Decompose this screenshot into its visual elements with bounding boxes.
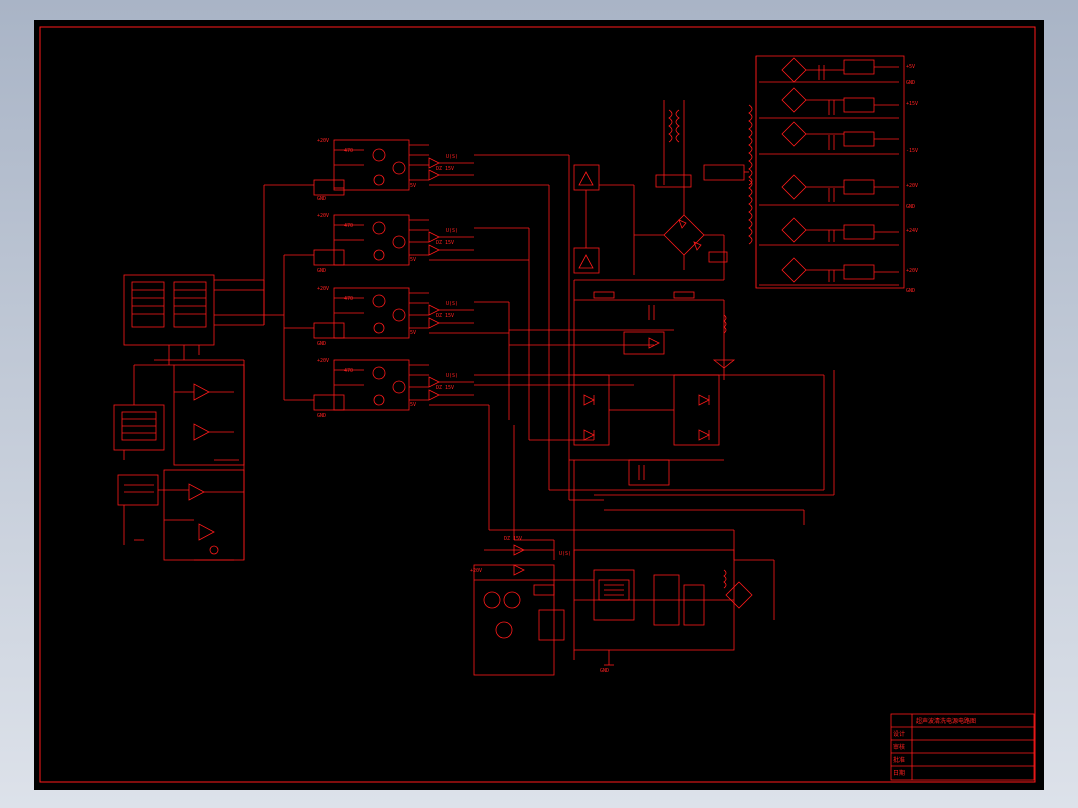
- driver-channel-2: [313, 214, 529, 266]
- label-out-4: U(S): [446, 373, 458, 379]
- label-rail-m15v: -15V: [906, 148, 918, 154]
- label-5v-1: 5V: [410, 183, 416, 189]
- label-rail-gnd-3: GND: [906, 288, 915, 294]
- label-supply-4: +20V: [317, 358, 329, 364]
- title-block-row-date: 日期: [893, 769, 905, 777]
- schematic-canvas: 超声波清洗电源电路图 设计 审核 批准 日期: [34, 20, 1044, 790]
- label-rail-gnd-2: GND: [906, 204, 915, 210]
- label-r-4: 470: [344, 368, 353, 374]
- label-supply-3: +20V: [317, 286, 329, 292]
- controller-block: [123, 184, 314, 560]
- label-gnd-3: GND: [317, 341, 326, 347]
- rectifier-block: [573, 100, 749, 280]
- bus-wiring: [474, 154, 835, 580]
- title-block: 超声波清洗电源电路图 设计 审核 批准 日期: [890, 713, 1035, 781]
- label-fb-gnd: GND: [600, 668, 609, 674]
- label-fb-dz: DZ 15V: [504, 536, 522, 542]
- label-dz-4: DZ 15V: [436, 385, 454, 391]
- label-r-1: 470: [344, 148, 353, 154]
- feedback-block: [473, 544, 775, 676]
- label-supply-2: +20V: [317, 213, 329, 219]
- oscillator-block: [113, 364, 245, 561]
- label-out-2: U(S): [446, 228, 458, 234]
- label-supply-1: +20V: [317, 138, 329, 144]
- title-block-row-design: 设计: [893, 730, 905, 738]
- label-rail-5v: +5V: [906, 64, 915, 70]
- label-5v-2: 5V: [410, 257, 416, 263]
- label-rail-20v-2: +20V: [906, 268, 918, 274]
- label-out-3: U(S): [446, 301, 458, 307]
- label-rail-gnd-1: GND: [906, 80, 915, 86]
- driver-channel-1: [313, 139, 549, 196]
- label-dz-1: DZ 15V: [436, 166, 454, 172]
- label-fb-supply: +20V: [470, 568, 482, 574]
- schematic-labels: +20V +20V +20V +20V GND GND GND GND 470 …: [317, 64, 918, 674]
- title-block-row-approve: 批准: [893, 756, 905, 764]
- label-gnd-4: GND: [317, 413, 326, 419]
- title-block-title: 超声波清洗电源电路图: [916, 717, 976, 725]
- label-gnd-2: GND: [317, 268, 326, 274]
- drawing-border: [39, 26, 1036, 783]
- label-5v-4: 5V: [410, 402, 416, 408]
- label-r-3: 470: [344, 296, 353, 302]
- label-5v-3: 5V: [410, 330, 416, 336]
- label-gnd-1: GND: [317, 196, 326, 202]
- label-rail-15v: +15V: [906, 101, 918, 107]
- label-fb-out: U(S): [559, 551, 571, 557]
- driver-channel-3: [313, 287, 509, 339]
- label-out-1: U(S): [446, 154, 458, 160]
- label-rail-24v: +24V: [906, 228, 918, 234]
- schematic-drawing: 超声波清洗电源电路图 设计 审核 批准 日期: [39, 26, 1036, 783]
- label-dz-2: DZ 15V: [436, 240, 454, 246]
- label-r-2: 470: [344, 223, 353, 229]
- h-bridge: [569, 279, 736, 486]
- label-rail-20v: +20V: [906, 183, 918, 189]
- driver-channel-4: [313, 359, 489, 411]
- title-block-row-review: 审核: [893, 743, 905, 751]
- label-dz-3: DZ 15V: [436, 313, 454, 319]
- power-supply-block: [748, 55, 905, 289]
